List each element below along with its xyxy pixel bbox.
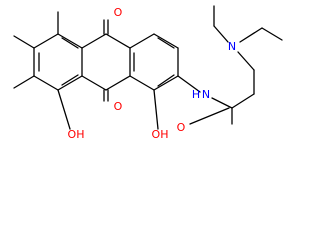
ring-double-bond xyxy=(61,37,79,49)
ethyl-bond xyxy=(239,27,263,43)
ring-bond xyxy=(57,75,83,91)
hydroxyl-right: OH xyxy=(152,128,169,141)
amide-bond xyxy=(211,97,233,109)
amide-bond xyxy=(177,75,201,93)
ethyl-bond xyxy=(261,27,283,41)
chemical-structure: O O OH OH N H O N xyxy=(13,5,283,141)
amide-nitrogen: N xyxy=(202,88,210,101)
hydroxyl-left: OH xyxy=(68,128,85,141)
chain-bond xyxy=(231,93,255,109)
ring-bond xyxy=(81,33,107,49)
methyl-bond xyxy=(13,35,35,49)
ring-bond xyxy=(153,33,179,49)
ring-double-bond xyxy=(157,37,175,49)
amine-nitrogen: N xyxy=(228,40,236,53)
atom-labels: O O OH OH N H O N xyxy=(68,6,237,141)
amide-carbonyl-oxygen: O xyxy=(177,121,186,134)
ring-bond xyxy=(33,75,59,91)
chain-bond xyxy=(237,51,255,71)
ring-double-bond xyxy=(61,74,79,86)
hydroxyl-bond xyxy=(57,89,71,130)
methyl-bond xyxy=(13,75,35,89)
ring-double-bond xyxy=(157,74,175,87)
ethyl-bond xyxy=(213,25,229,43)
ring-bond xyxy=(33,33,59,49)
ring-bond xyxy=(81,75,107,91)
ketone-oxygen-top: O xyxy=(114,6,123,19)
hydroxyl-bond xyxy=(153,89,159,130)
ring-bond xyxy=(105,75,131,91)
ring-bond xyxy=(153,75,179,91)
ring-bond xyxy=(129,33,155,49)
ring-bond xyxy=(57,33,83,49)
amide-hydrogen: H xyxy=(192,88,200,101)
ketone-oxygen-mid: O xyxy=(114,100,123,113)
ring-bond xyxy=(129,75,155,91)
ring-bond xyxy=(105,33,131,49)
bonds xyxy=(13,5,283,130)
amide-carbonyl-bond xyxy=(189,107,230,125)
